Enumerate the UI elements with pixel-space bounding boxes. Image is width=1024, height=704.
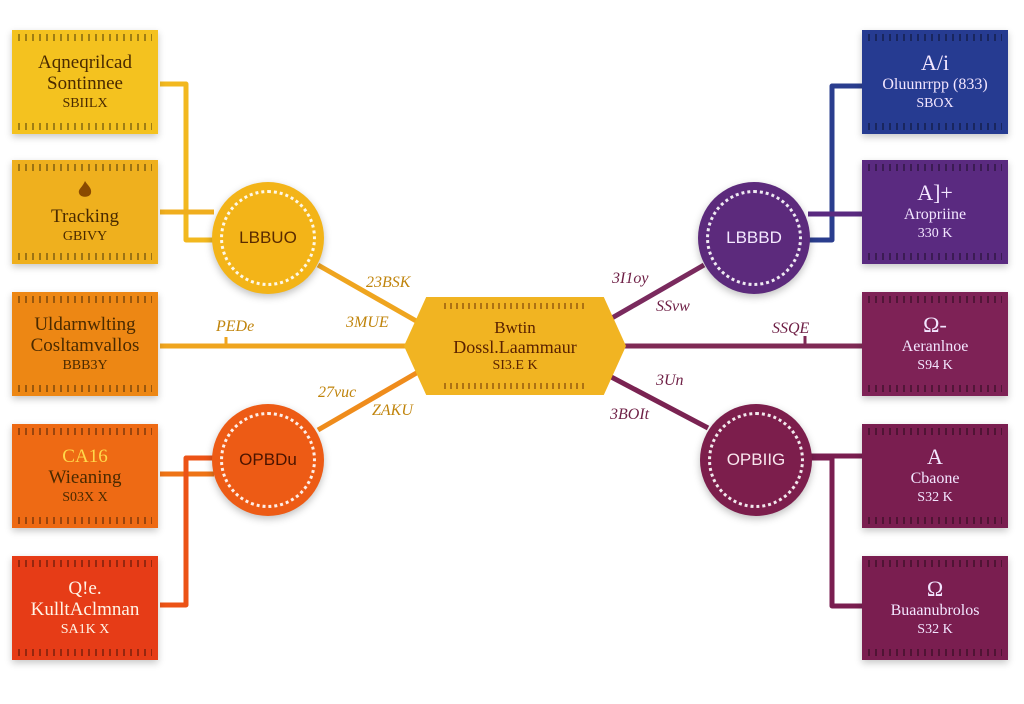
connector-center-hub-rt	[596, 262, 706, 329]
card-r4: A Cbaone S32 K	[862, 424, 1008, 528]
card-perforation	[18, 385, 152, 392]
center-node: Bwtin Dossl.Laammaur SI3.E K	[404, 297, 626, 395]
hub-left-bottom: OPBDu	[212, 404, 324, 516]
card-perforation	[18, 296, 152, 303]
card-perforation	[868, 34, 1002, 41]
card-subtitle: KulltAclmnan	[30, 599, 140, 621]
card-value: SBOX	[916, 96, 954, 112]
card-perforation	[18, 34, 152, 41]
card-title: Uldarnwlting	[34, 313, 136, 335]
card-r1: A/i Oluunrrpp (833) SBOX	[862, 30, 1008, 134]
connector-l1	[160, 81, 214, 243]
card-value: S03X X	[62, 490, 108, 506]
card-value: S32 K	[917, 490, 953, 506]
card-l1: Aqneqrilcad Sontinnee SBIILX	[12, 30, 158, 134]
edge-label: 3I1oy	[612, 270, 649, 287]
card-perforation	[868, 385, 1002, 392]
card-title: CA16	[62, 445, 108, 467]
edge-label: 3Un	[656, 372, 684, 389]
connector-hub-lb-center	[316, 361, 434, 433]
edge-label: 27vuc	[318, 384, 357, 401]
card-r5: Ω Buaanubrolos S32 K	[862, 556, 1008, 660]
connector-r1	[808, 83, 862, 243]
card-perforation	[18, 164, 152, 171]
edge-label: ZAKU	[372, 402, 413, 419]
card-subtitle: Aeranlnoe	[901, 338, 969, 356]
card-l3: Uldarnwlting Cosltamvallos BBB3Y	[12, 292, 158, 396]
card-perforation	[868, 123, 1002, 130]
edge-label: 3MUE	[346, 314, 389, 331]
connector-r5	[808, 455, 862, 609]
connector-hub-lt-center	[316, 262, 434, 333]
card-value: BBB3Y	[62, 358, 108, 374]
edge-label: 23BSK	[366, 274, 411, 291]
card-title: A]+	[917, 180, 953, 206]
edge-label: PEDe	[216, 318, 255, 335]
card-subtitle: Oluunrrpp (833)	[882, 76, 988, 94]
hub-label: LBBUO	[239, 228, 297, 247]
card-perforation	[18, 560, 152, 567]
card-title: A/i	[920, 50, 950, 76]
center-perforation	[444, 303, 586, 309]
card-perforation	[868, 296, 1002, 303]
card-perforation	[18, 649, 152, 656]
card-perforation	[868, 253, 1002, 260]
hub-label: LBBBD	[726, 228, 782, 247]
card-title: Ω	[926, 576, 944, 602]
card-value: GBIVY	[62, 228, 108, 244]
connector-l5	[160, 455, 214, 608]
center-value: SI3.E K	[492, 358, 538, 374]
center-subtitle: Dossl.Laammaur	[453, 337, 577, 358]
hub-right-bottom: OPBIIG	[700, 404, 812, 516]
center-title: Bwtin	[494, 317, 536, 337]
card-title: Q!e.	[68, 577, 102, 599]
edge-label: SSvw	[656, 298, 690, 315]
card-subtitle: Wieaning	[48, 467, 122, 489]
connector-center-hub-rb	[596, 367, 710, 431]
card-subtitle: Sontinnee	[47, 73, 123, 95]
card-subtitle: Cosltamvallos	[30, 335, 140, 357]
card-perforation	[868, 517, 1002, 524]
hub-label: OPBDu	[239, 450, 297, 469]
card-value: S32 K	[917, 622, 953, 638]
card-title: Ω-	[923, 312, 947, 338]
card-title: Aqneqrilcad	[38, 51, 132, 73]
hub-label: OPBIIG	[726, 450, 786, 469]
card-perforation	[18, 253, 152, 260]
card-value: SA1K X	[60, 622, 110, 638]
flame-icon	[76, 180, 94, 204]
card-perforation	[18, 428, 152, 435]
hub-left-top: LBBUO	[212, 182, 324, 294]
card-perforation	[868, 428, 1002, 435]
card-subtitle: Aropriine	[903, 206, 967, 224]
card-l5: Q!e. KulltAclmnan SA1K X	[12, 556, 158, 660]
card-perforation	[18, 517, 152, 524]
hub-right-top: LBBBD	[698, 182, 810, 294]
card-r2: A]+ Aropriine 330 K	[862, 160, 1008, 264]
card-value: 330 K	[917, 226, 953, 242]
card-r3: Ω- Aeranlnoe S94 K	[862, 292, 1008, 396]
card-value: SBIILX	[62, 96, 108, 112]
card-perforation	[868, 560, 1002, 567]
edge-label: SSQE	[772, 320, 810, 337]
card-subtitle: Cbaone	[910, 470, 960, 488]
card-perforation	[18, 123, 152, 130]
card-perforation	[868, 164, 1002, 171]
card-title: A	[927, 444, 943, 470]
card-l2: Tracking GBIVY	[12, 160, 158, 264]
edge-label: 3BOIt	[610, 406, 650, 423]
card-perforation	[868, 649, 1002, 656]
card-l4: CA16 Wieaning S03X X	[12, 424, 158, 528]
card-subtitle: Buaanubrolos	[890, 602, 980, 620]
card-title: Tracking	[51, 205, 119, 227]
center-perforation	[444, 383, 586, 389]
card-value: S94 K	[917, 358, 953, 374]
